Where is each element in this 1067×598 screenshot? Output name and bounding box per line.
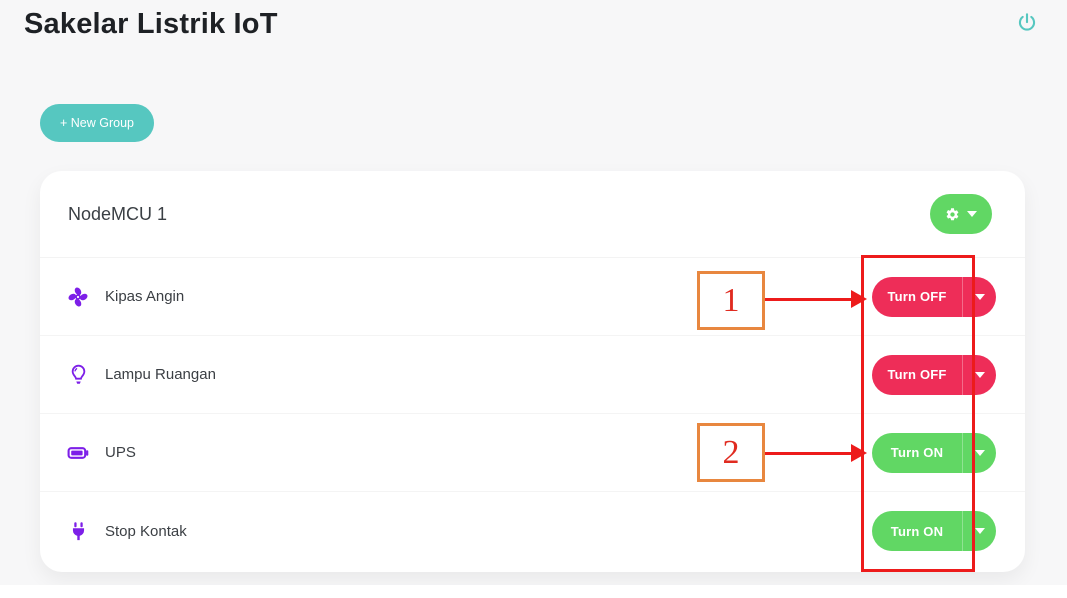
device-label: Kipas Angin — [105, 288, 185, 305]
power-button[interactable] — [1014, 12, 1040, 38]
device-row: UPS Turn ON — [40, 414, 1025, 492]
new-group-button[interactable]: + New Group — [40, 104, 154, 142]
group-name: NodeMCU 1 — [68, 203, 168, 224]
gear-icon — [945, 207, 960, 222]
dropdown-toggle[interactable] — [962, 511, 996, 551]
group-card-header: NodeMCU 1 — [40, 171, 1025, 258]
fan-icon — [66, 285, 90, 309]
lightbulb-icon — [66, 363, 90, 387]
battery-icon — [66, 441, 90, 465]
chevron-down-icon — [967, 211, 977, 217]
turn-off-label[interactable]: Turn OFF — [887, 289, 947, 304]
turn-off-label[interactable]: Turn OFF — [887, 367, 947, 382]
turn-off-button[interactable]: Turn OFF — [872, 276, 996, 317]
device-row: Lampu Ruangan Turn OFF — [40, 336, 1025, 414]
dropdown-toggle[interactable] — [962, 354, 996, 395]
turn-off-button[interactable]: Turn OFF — [872, 354, 996, 395]
turn-on-button[interactable]: Turn ON — [872, 432, 996, 473]
group-card: NodeMCU 1 — [40, 171, 1025, 572]
device-label: UPS — [105, 444, 136, 461]
plug-icon — [66, 519, 90, 543]
app-header: Sakelar Listrik IoT — [24, 8, 1044, 41]
turn-on-button[interactable]: Turn ON — [872, 511, 996, 551]
power-icon — [1016, 12, 1038, 39]
chevron-down-icon — [974, 449, 985, 456]
chevron-down-icon — [974, 371, 985, 378]
dropdown-toggle[interactable] — [962, 276, 996, 317]
device-label: Lampu Ruangan — [105, 366, 216, 383]
chevron-down-icon — [974, 293, 985, 300]
device-label: Stop Kontak — [105, 522, 187, 540]
turn-on-label[interactable]: Turn ON — [890, 445, 944, 460]
chevron-down-icon — [974, 528, 985, 534]
device-row: Stop Kontak Turn ON — [40, 492, 1025, 570]
device-row: Kipas Angin Turn OFF — [40, 258, 1025, 336]
group-settings-button[interactable] — [930, 194, 992, 234]
turn-on-label[interactable]: Turn ON — [890, 523, 944, 539]
page-bottom-strip — [0, 585, 1067, 598]
dropdown-toggle[interactable] — [962, 432, 996, 473]
page-title: Sakelar Listrik IoT — [24, 8, 278, 40]
